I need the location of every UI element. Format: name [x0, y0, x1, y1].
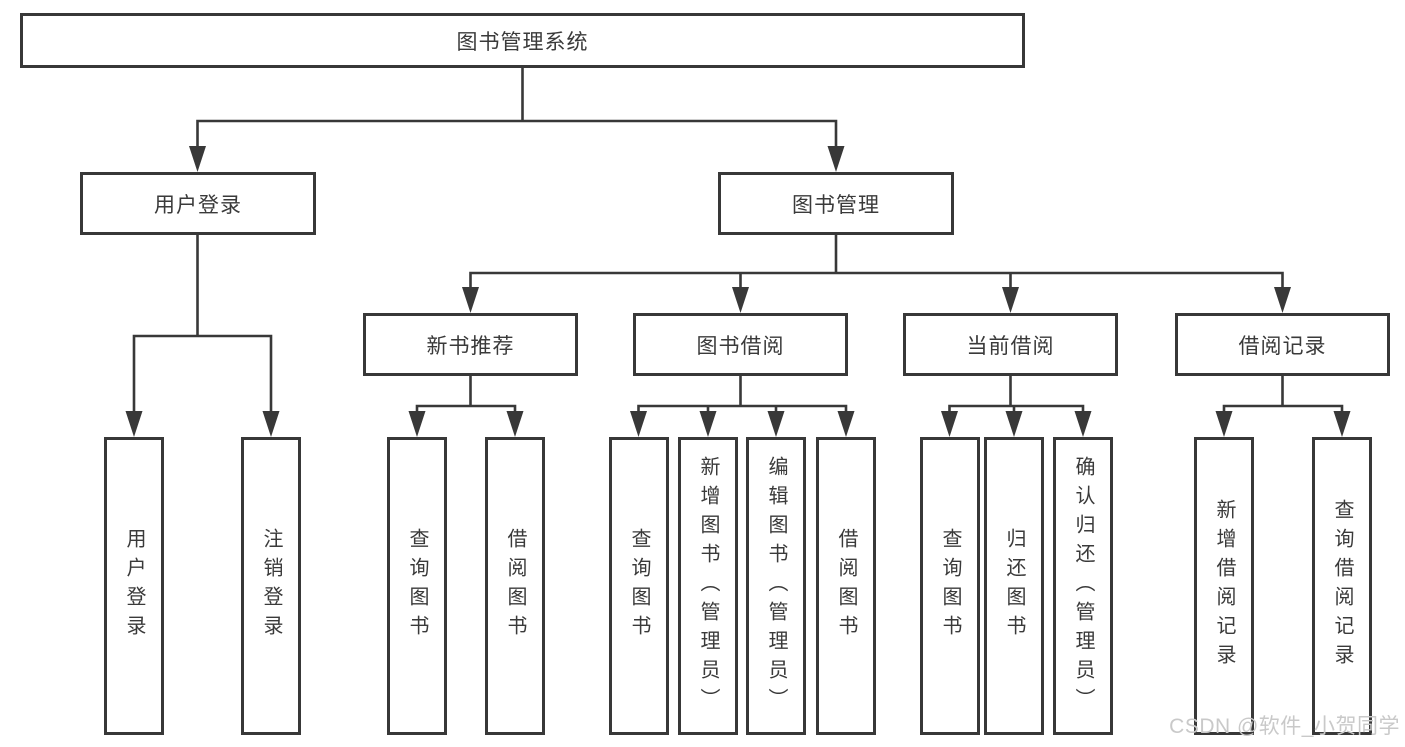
node-borrow-records: 借阅记录	[1175, 313, 1390, 376]
node-book-borrow: 图书借阅	[633, 313, 848, 376]
arrowhead	[125, 411, 143, 437]
arrowhead	[262, 411, 280, 437]
leaf-query-book-borrow: 查询图书	[609, 437, 669, 735]
leaf-label: 确认归还（管理员）	[1072, 455, 1094, 717]
leaf-label: 查询图书	[406, 528, 428, 644]
edge-recommend-bar	[415, 404, 517, 413]
arrowhead	[827, 146, 845, 172]
arrowhead	[189, 146, 206, 172]
leaf-label: 借阅图书	[835, 528, 857, 644]
node-user-login: 用户登录	[80, 172, 316, 235]
arrowhead	[699, 411, 717, 437]
arrowhead	[1005, 411, 1023, 437]
watermark: CSDN @软件_小贺同学	[1169, 715, 1400, 738]
arrowhead	[462, 287, 479, 313]
leaf-label: 借阅图书	[504, 528, 526, 644]
arrowhead	[941, 411, 958, 437]
leaf-add-borrow-record: 新增借阅记录	[1194, 437, 1254, 735]
edge-borrow-bar	[637, 404, 848, 413]
leaf-label: 归还图书	[1003, 528, 1025, 644]
arrowhead	[1333, 411, 1351, 437]
arrowhead	[1274, 287, 1291, 313]
node-current-borrow: 当前借阅	[903, 313, 1118, 376]
leaf-query-borrow-record: 查询借阅记录	[1312, 437, 1372, 735]
arrowhead	[1215, 411, 1233, 437]
leaf-edit-book-admin: 编辑图书（管理员）	[746, 437, 806, 735]
leaf-label: 用户登录	[123, 528, 145, 644]
edge-bookmgmt-bar	[469, 271, 1284, 289]
leaf-label: 编辑图书（管理员）	[765, 455, 787, 717]
leaf-add-book-admin: 新增图书（管理员）	[678, 437, 738, 735]
leaf-confirm-return-admin: 确认归还（管理员）	[1053, 437, 1113, 735]
arrowhead	[767, 411, 785, 437]
leaf-label: 查询图书	[628, 528, 650, 644]
leaf-user-login: 用户登录	[104, 437, 164, 735]
leaf-query-book-current: 查询图书	[920, 437, 980, 735]
arrowhead	[1074, 411, 1092, 437]
node-new-book-recommend: 新书推荐	[363, 313, 578, 376]
leaf-return-book: 归还图书	[984, 437, 1044, 735]
arrowhead	[837, 411, 855, 437]
arrowhead	[506, 411, 524, 437]
arrowhead	[732, 287, 749, 313]
leaf-label: 新增借阅记录	[1213, 499, 1235, 673]
arrowhead	[408, 411, 426, 437]
leaf-label: 注销登录	[260, 528, 282, 644]
leaf-borrow-book: 借阅图书	[816, 437, 876, 735]
leaf-query-book-recommend: 查询图书	[387, 437, 447, 735]
edge-userlogin-bar	[132, 334, 273, 413]
arrowhead	[630, 411, 647, 437]
edge-root-bar	[196, 119, 838, 148]
leaf-logout-login: 注销登录	[241, 437, 301, 735]
leaf-borrow-book-recommend: 借阅图书	[485, 437, 545, 735]
arrowhead	[1002, 287, 1019, 313]
edge-records-bar	[1222, 404, 1344, 413]
node-book-management: 图书管理	[718, 172, 954, 235]
node-library-management-system: 图书管理系统	[20, 13, 1025, 68]
edge-current-bar	[948, 404, 1085, 413]
leaf-label: 查询图书	[939, 528, 961, 644]
leaf-label: 新增图书（管理员）	[697, 455, 719, 717]
leaf-label: 查询借阅记录	[1331, 499, 1353, 673]
